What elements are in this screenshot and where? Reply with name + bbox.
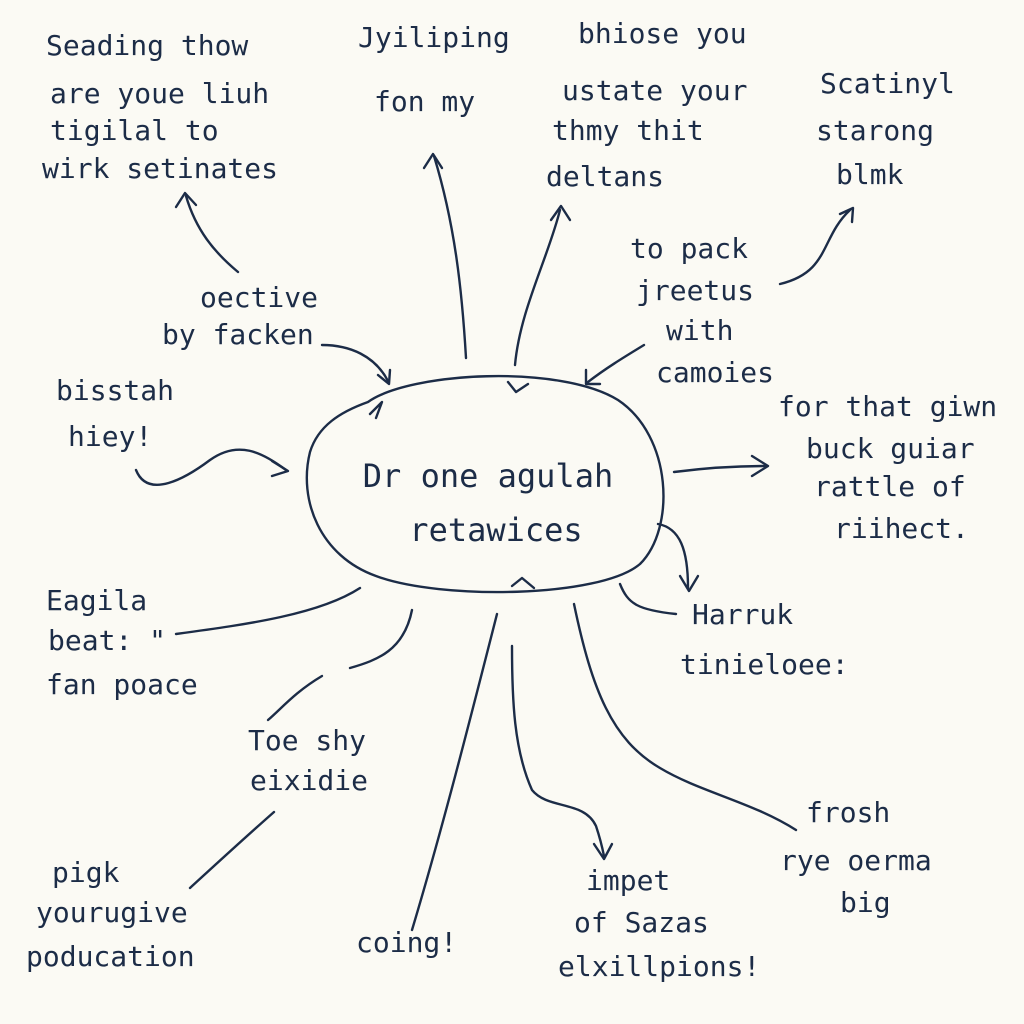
node-top-left-line-4: wirk setinates [42, 152, 278, 185]
central-node-outline [305, 374, 665, 594]
node-mid-upper-right-line-1: to pack [630, 232, 748, 265]
arrowhead-bottom-center [592, 842, 614, 861]
node-top-right-line-2: starong [816, 114, 934, 147]
arrowhead-right [750, 454, 770, 478]
connector-mid-upper-left [320, 343, 390, 383]
node-lower-mid-left-line-1: Toe shy [248, 724, 366, 757]
node-top-center-right-line-2: ustate your [562, 74, 747, 107]
node-bottom-left-line-1: pigk [52, 856, 120, 889]
node-bottom-center-line-2: of Sazas [574, 906, 709, 939]
central-node-line-2: retawices [409, 511, 582, 549]
node-top-left: Seading thow are youe liuh tigilal to wi… [42, 29, 278, 185]
node-top-left-line-2: are youe liuh [50, 77, 269, 110]
node-top-right-line-3: blmk [836, 158, 904, 191]
node-top-right-line-1: Scatinyl [820, 67, 955, 100]
connector-bottom-center [510, 644, 606, 858]
node-bottom-center-left-line-1: coing! [356, 926, 457, 959]
node-mid-upper-left: oective by facken [162, 281, 318, 351]
node-bottom-right-line-1: frosh [806, 796, 890, 829]
node-mid-upper-right-line-4: camoies [656, 356, 774, 389]
connector-top-left [184, 194, 240, 274]
node-lower-right-line-2: tinieloee: [680, 648, 849, 681]
connector-right [672, 464, 768, 474]
arrowhead-top-center-right [549, 204, 572, 222]
node-mid-upper-right: to pack jreetus with camoies [630, 232, 774, 389]
node-top-center-left-line-2: fon my [374, 85, 475, 118]
node-top-center-left: Jyiliping fon my [358, 21, 510, 118]
node-bottom-center: impet of Sazas elxillpions! [558, 864, 760, 983]
node-top-right: Scatinyl starong blmk [816, 67, 955, 191]
connectors [134, 152, 855, 932]
node-lower-left: Eagila beat: " fan poace [46, 584, 198, 701]
connector-lower-right [618, 582, 678, 616]
node-lower-left-line-1: Eagila [46, 584, 147, 617]
node-right: for that giwn buck guiar rattle of riihe… [778, 390, 997, 545]
connector-lower-mid-left-tail [266, 674, 324, 722]
node-lower-right-line-1: Harruk [692, 598, 793, 631]
central-node-tick-top [506, 380, 530, 394]
connector-left [134, 448, 288, 486]
connector-top-right [778, 208, 852, 286]
arrowhead-lower-right-arrow [678, 574, 700, 593]
node-bottom-center-left: coing! [356, 926, 457, 959]
central-node-line-1: Dr one agulah [363, 457, 613, 495]
connector-bottom-center-left [410, 612, 499, 932]
node-right-line-4: riihect. [834, 512, 969, 545]
node-mid-upper-left-line-2: by facken [162, 318, 314, 351]
central-node-arrowhead-top [368, 400, 384, 420]
node-lower-mid-left: Toe shy eixidie [248, 724, 368, 797]
node-bottom-center-line-1: impet [586, 864, 670, 897]
node-mid-upper-right-line-3: with [666, 314, 733, 347]
node-right-line-2: buck guiar [806, 432, 975, 465]
node-lower-left-line-3: fan poace [46, 668, 198, 701]
node-top-center-right-line-3: thmy thit [552, 114, 704, 147]
node-bottom-right-line-2: rye oerma [780, 844, 932, 877]
node-top-left-line-3: tigilal to [50, 114, 219, 147]
node-bottom-left-line-2: yourugive [36, 896, 188, 929]
node-top-center-left-line-1: Jyiliping [358, 21, 510, 54]
arrowhead-top-right [838, 206, 855, 224]
arrowhead-top-left [174, 191, 198, 209]
arrowhead-mid-upper-right [584, 368, 602, 386]
node-left: bisstah hiey! [56, 374, 174, 453]
connector-top-center-left [432, 154, 468, 360]
arrowhead-mid-upper-left [376, 368, 392, 386]
connector-bottom-right [572, 602, 798, 832]
node-top-center-right: bhiose you ustate your thmy thit deltans [546, 17, 747, 193]
node-left-line-1: bisstah [56, 374, 174, 407]
node-top-left-line-1: Seading thow [46, 29, 248, 62]
node-lower-mid-left-line-2: eixidie [250, 764, 368, 797]
node-right-line-3: rattle of [814, 470, 966, 503]
node-bottom-left-line-3: poducation [26, 940, 195, 973]
connector-lower-left [174, 586, 362, 636]
node-mid-upper-left-line-1: oective [200, 281, 318, 314]
node-mid-upper-right-line-2: jreetus [636, 274, 754, 307]
central-node: Dr one agulah retawices [305, 374, 665, 594]
node-bottom-left: pigk yourugive poducation [26, 856, 195, 973]
node-lower-right: Harruk tinieloee: [680, 598, 849, 681]
connector-lower-right-arrow [656, 522, 690, 590]
central-node-tick-bottom [510, 576, 536, 590]
node-top-center-right-line-4: deltans [546, 160, 664, 193]
node-left-line-2: hiey! [68, 420, 152, 453]
node-right-line-1: for that giwn [778, 390, 997, 423]
connector-mid-upper-right [586, 343, 646, 384]
node-bottom-center-line-3: elxillpions! [558, 950, 760, 983]
node-bottom-right-line-3: big [840, 886, 891, 919]
node-bottom-right: frosh rye oerma big [780, 796, 932, 919]
connector-top-center-right [513, 208, 562, 367]
arrowhead-left [270, 459, 290, 478]
node-lower-left-line-2: beat: " [48, 624, 166, 657]
connector-lower-mid-left [348, 608, 414, 670]
arrowhead-top-center-left [422, 152, 444, 170]
node-top-center-right-line-1: bhiose you [578, 17, 747, 50]
connector-bottom-left [188, 810, 276, 890]
